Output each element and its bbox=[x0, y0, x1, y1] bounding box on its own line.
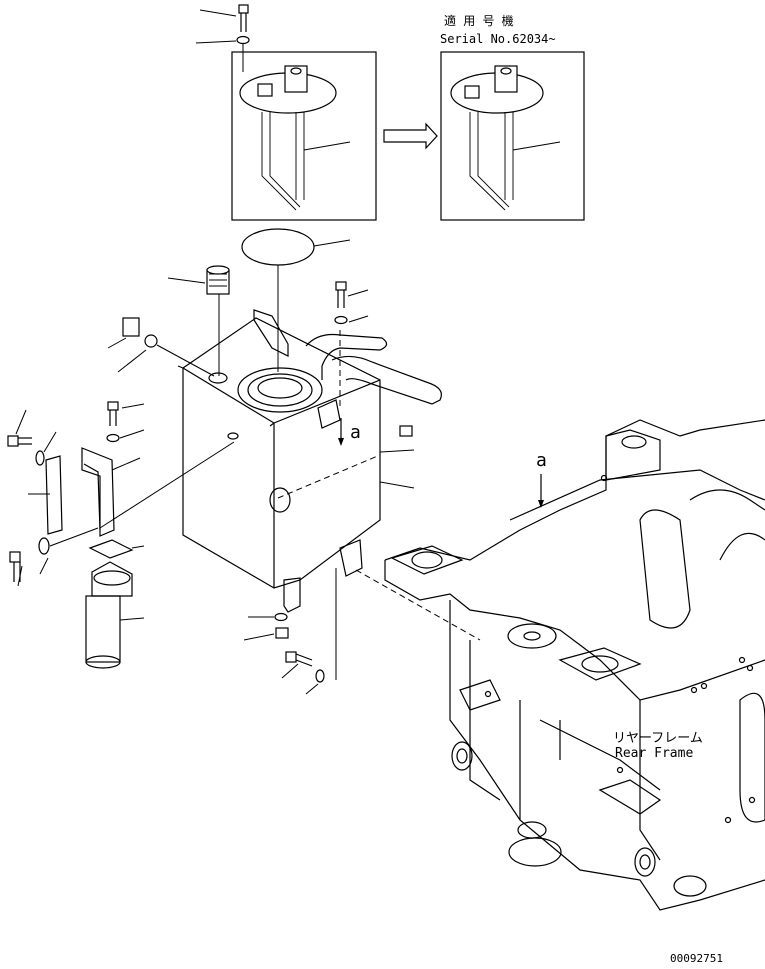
top-washer bbox=[195, 35, 250, 45]
drawing-number: 00092751 bbox=[670, 952, 723, 964]
level-sensor-box-new bbox=[440, 51, 585, 221]
view-marker-frame: a bbox=[536, 450, 547, 471]
drain-plug bbox=[243, 627, 289, 641]
breather-cap bbox=[167, 265, 230, 295]
gasket-ring bbox=[241, 228, 351, 266]
top-bolt bbox=[199, 4, 249, 32]
bolt-left-top bbox=[106, 401, 145, 443]
view-arrow-frame: a bbox=[536, 450, 547, 508]
level-sensor-box-old bbox=[231, 51, 377, 221]
bolt-lower-left bbox=[9, 537, 50, 587]
bolt-bottom bbox=[281, 651, 325, 695]
view-marker-tank: a bbox=[350, 422, 361, 443]
serial-number: Serial No.62034~ bbox=[440, 32, 556, 46]
hydraulic-tank bbox=[177, 309, 442, 613]
rear-frame-jp: リヤーフレーム bbox=[613, 731, 703, 746]
elbow-fitting bbox=[399, 425, 413, 437]
bolt-tank-top bbox=[334, 281, 369, 325]
filter-gasket bbox=[88, 539, 145, 559]
drain-washer bbox=[248, 612, 288, 622]
plug bbox=[107, 317, 140, 349]
rear-frame-en: Rear Frame bbox=[615, 746, 693, 761]
hydraulic-filter bbox=[85, 561, 145, 669]
filter-bracket bbox=[28, 447, 141, 537]
bolt-horizontal bbox=[7, 409, 57, 466]
applicable-serial-jp: 適 用 号 機 bbox=[444, 13, 514, 28]
rear-frame bbox=[384, 419, 765, 911]
view-arrow-tank: a bbox=[338, 418, 361, 446]
replacement-arrow bbox=[383, 122, 438, 150]
o-ring bbox=[117, 334, 158, 373]
